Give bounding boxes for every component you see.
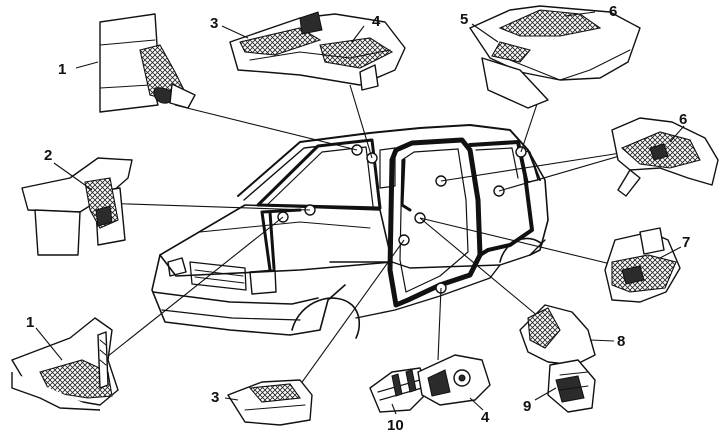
callout-4-upper: 4 bbox=[372, 13, 381, 30]
seal-part-5-6-upper bbox=[469, 5, 641, 109]
seal-part-1-lower bbox=[11, 317, 119, 411]
leader-lines bbox=[87, 84, 641, 386]
callout-3-lower: 3 bbox=[211, 389, 219, 406]
callout-9: 9 bbox=[523, 398, 531, 415]
callout-1-lower: 1 bbox=[26, 314, 34, 331]
seal-part-1-upper bbox=[99, 13, 196, 113]
callout-7: 7 bbox=[682, 234, 690, 251]
seal-part-3-lower bbox=[227, 379, 313, 426]
callout-10: 10 bbox=[387, 417, 404, 434]
seal-part-2 bbox=[21, 157, 133, 256]
callout-2: 2 bbox=[44, 147, 52, 164]
callout-4-lower: 4 bbox=[481, 409, 490, 426]
callout-5: 5 bbox=[460, 11, 468, 28]
seal-part-7 bbox=[604, 227, 681, 303]
seal-part-3-upper bbox=[229, 11, 406, 91]
car-body bbox=[151, 124, 549, 339]
seal-part-8-9 bbox=[519, 304, 596, 413]
callout-6-upper: 6 bbox=[609, 3, 617, 20]
callout-1-upper: 1 bbox=[58, 61, 66, 78]
seal-part-6-lower bbox=[611, 117, 719, 197]
callout-labels: 1 2 1 3 4 5 6 6 7 8 9 3 10 4 bbox=[26, 3, 690, 434]
seal-part-4-lower bbox=[417, 354, 491, 406]
seal-part-10 bbox=[369, 367, 429, 413]
callout-3-upper: 3 bbox=[210, 15, 218, 32]
callout-8: 8 bbox=[617, 333, 625, 350]
callout-6-lower: 6 bbox=[679, 111, 687, 128]
